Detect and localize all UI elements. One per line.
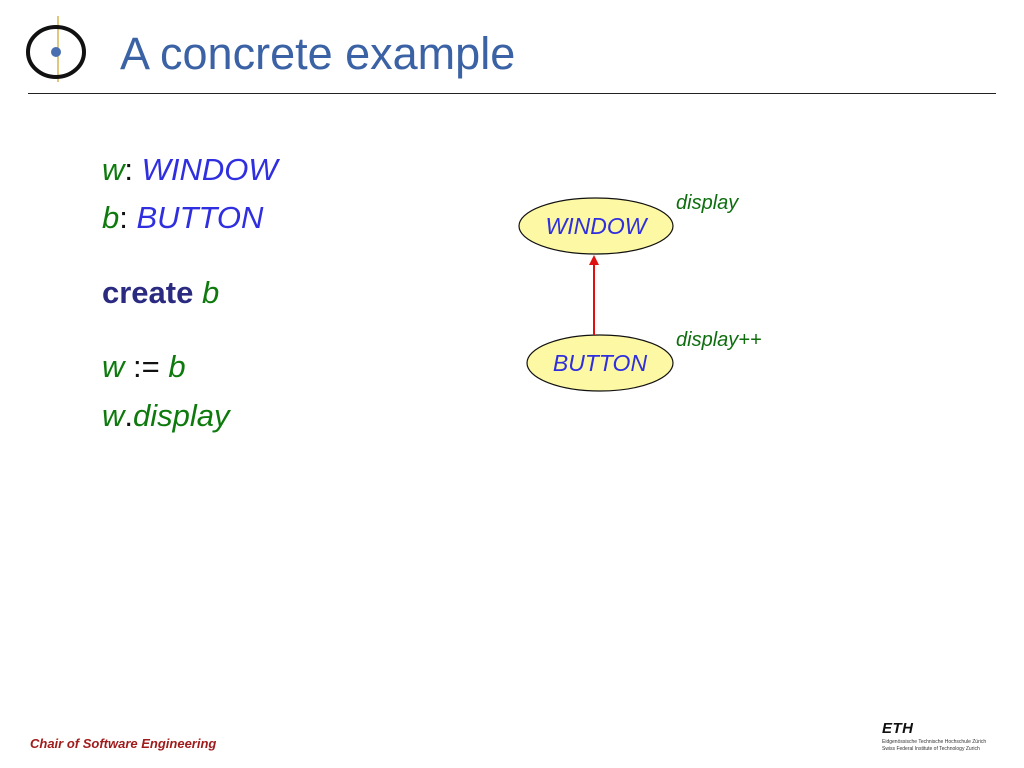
code-line-call: w.display [102, 396, 230, 436]
code-line-window-declaration: w: WINDOW [102, 150, 278, 190]
code-variable-w: w [102, 152, 125, 187]
title-divider [28, 93, 996, 94]
code-variable-b: b [168, 349, 186, 384]
code-variable-b: b [102, 200, 120, 235]
class-button-label: BUTTON [553, 350, 648, 376]
code-dot: . [124, 398, 134, 433]
footer-chair-name: Chair of Software Engineering [30, 736, 217, 751]
eth-logo-mark: ETH [882, 720, 914, 737]
code-line-create: create b [102, 273, 219, 313]
chair-logo-icon [26, 16, 86, 82]
class-window-label: WINDOW [546, 213, 649, 239]
code-keyword-create: create [102, 275, 194, 310]
code-line-assignment: w := b [102, 347, 186, 387]
feature-display-label: display [676, 192, 739, 214]
code-variable-w: w [102, 349, 125, 384]
code-assign-operator: := [133, 349, 160, 384]
code-call-target: w [102, 398, 125, 433]
eth-logo-english-name: Swiss Federal Institute of Technology Zu… [882, 746, 980, 752]
eth-logo: ETH Eidgenössische Technische Hochschule… [882, 720, 998, 754]
code-variable-b: b [201, 275, 220, 310]
code-call-feature: display [133, 398, 230, 433]
code-colon: : [119, 200, 128, 235]
code-type-button: BUTTON [136, 200, 264, 235]
class-window-node [518, 197, 674, 255]
code-line-button-declaration: b: BUTTON [102, 198, 263, 238]
code-colon: : [124, 152, 134, 187]
code-type-window: WINDOW [141, 152, 278, 187]
slide-title: A concrete example [120, 28, 516, 79]
feature-display-redefined-label: display++ [676, 329, 762, 351]
class-button-node [526, 334, 674, 392]
eth-logo-german-name: Eidgenössische Technische Hochschule Zür… [882, 739, 987, 745]
